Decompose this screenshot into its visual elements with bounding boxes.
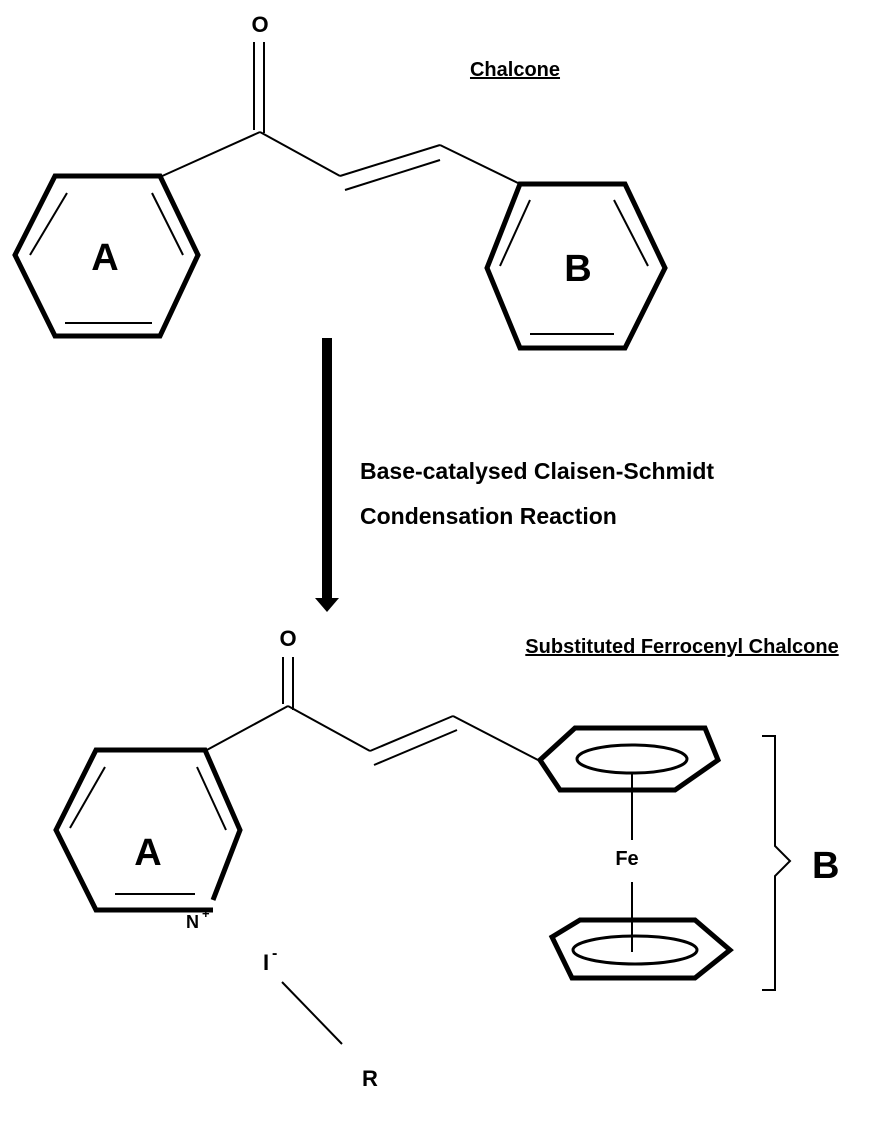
- product-chain-bond-ring-a: [204, 705, 289, 752]
- reaction-condition-line-2: Condensation Reaction: [360, 503, 617, 529]
- iron-atom: Fe: [615, 848, 638, 870]
- ring-b-double-2: [613, 199, 649, 267]
- product-alkene-bond-1: [369, 715, 454, 752]
- cp-ring-upper-aromatic: [575, 743, 689, 775]
- r-bond: [281, 981, 343, 1045]
- bracket-label: B: [812, 845, 839, 887]
- cp-ring-lower: [548, 917, 734, 981]
- product-title: Substituted Ferrocenyl Chalcone: [525, 636, 838, 658]
- ring-a: [12, 173, 201, 339]
- product-ring-a-label: A: [134, 832, 161, 874]
- chalcone-oxygen: O: [251, 12, 268, 37]
- chalcone-structure: O A B: [12, 12, 668, 351]
- chain-bond-ring-b: [439, 144, 521, 185]
- product-alkene-bond-2: [373, 729, 458, 766]
- iodide: I: [263, 950, 269, 975]
- reaction-condition-line-1: Base-catalysed Claisen-Schmidt: [360, 458, 714, 484]
- cp-ring-lower-aromatic: [571, 934, 699, 966]
- ring-a-double-2: [151, 192, 184, 256]
- pyridinium-ring: [53, 747, 243, 913]
- chain-bond-alpha: [259, 131, 341, 177]
- product-chain-bond-ferrocene: [452, 715, 539, 761]
- ring-a-double-1: [29, 192, 68, 256]
- nitrogen-charge: +: [202, 906, 210, 921]
- pyridinium-double-1: [69, 766, 106, 829]
- alkene-bond-1: [339, 144, 441, 177]
- reaction-arrow: [315, 338, 339, 612]
- chalcone-title: Chalcone: [470, 59, 560, 81]
- ring-a-label: A: [91, 237, 118, 279]
- product-oxygen: O: [279, 626, 296, 651]
- chain-bond-ring-a: [159, 131, 261, 178]
- ferrocene-bracket: [762, 735, 792, 991]
- ring-b: [484, 181, 668, 351]
- product-structure: O A N + I - R Fe B: [53, 626, 839, 1091]
- r-group: R: [362, 1066, 378, 1091]
- product-chain-bond-alpha: [287, 705, 371, 752]
- arrow-shaft: [322, 338, 332, 600]
- alkene-bond-2: [344, 159, 441, 191]
- ring-b-double-1: [499, 199, 531, 267]
- iodide-charge: -: [272, 945, 277, 962]
- ring-b-label: B: [564, 248, 591, 290]
- cp-ring-upper: [536, 725, 722, 793]
- arrow-head: [315, 598, 339, 612]
- pyridinium-double-2: [196, 766, 227, 831]
- pyridinium-nitrogen: N: [186, 912, 199, 932]
